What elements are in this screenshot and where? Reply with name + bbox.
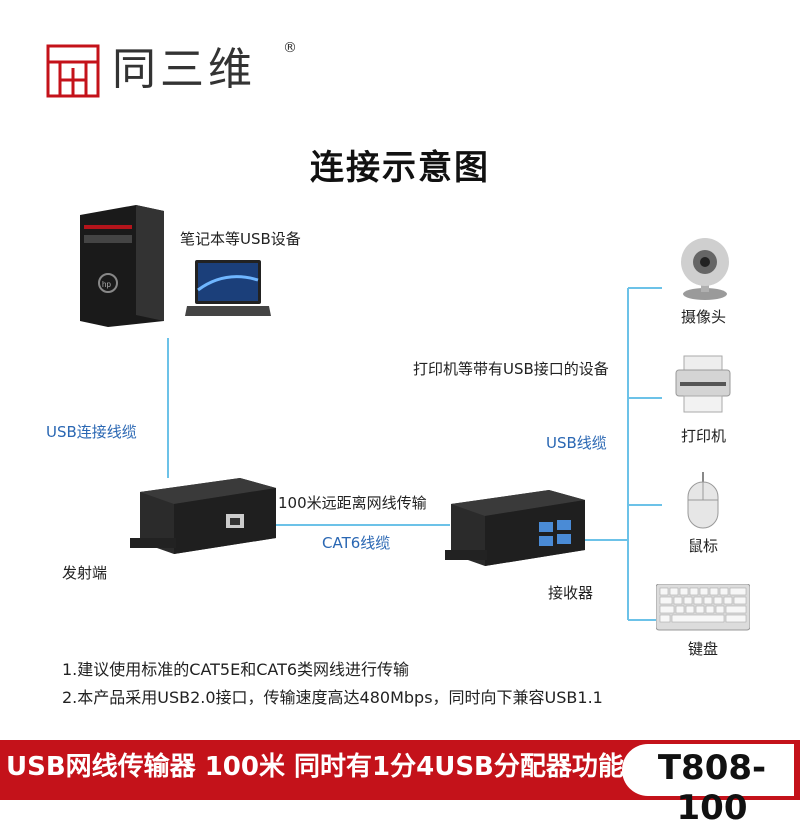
printer-label: 打印机 [681, 427, 727, 445]
printer-devices-label: 打印机等带有USB接口的设备 [413, 360, 609, 378]
brand-logo-icon [46, 44, 100, 98]
transmitter-device-icon [130, 478, 276, 554]
model-number: T808-100 [657, 748, 767, 828]
webcam-icon [681, 238, 729, 300]
registered-mark: ® [283, 40, 297, 56]
receiver-label: 接收器 [548, 584, 594, 602]
brand-name: 同三维 [112, 44, 256, 95]
receiver-device-icon [445, 490, 585, 566]
svg-text:hp: hp [102, 280, 111, 289]
keyboard-label: 键盘 [688, 640, 719, 658]
usb-line-label: USB线缆 [546, 434, 607, 452]
banner-text: USB网线传输器 100米 同时有1分4USB分配器功能 [6, 752, 624, 782]
note-item-1: 1.建议使用标准的CAT5E和CAT6类网线进行传输 [62, 660, 410, 679]
laptop-usb-label: 笔记本等USB设备 [180, 230, 301, 248]
distance-label: 100米远距离网线传输 [278, 494, 427, 512]
mouse-label: 鼠标 [688, 537, 719, 555]
diagram-title: 连接示意图 [310, 148, 490, 188]
printer-icon [675, 355, 731, 413]
notes: 1.建议使用标准的CAT5E和CAT6类网线进行传输 2.本产品采用USB2.0… [62, 656, 603, 712]
keyboard-icon [656, 584, 750, 631]
model-badge [622, 744, 794, 796]
mouse-icon [687, 472, 719, 529]
cat6-label: CAT6线缆 [322, 534, 391, 552]
transmitter-label: 发射端 [62, 564, 108, 582]
laptop-icon [185, 260, 271, 316]
desktop-pc-icon: hp [80, 205, 164, 327]
usb-cable-label: USB连接线缆 [46, 423, 137, 441]
webcam-label: 摄像头 [681, 308, 727, 326]
note-item-2: 2.本产品采用USB2.0接口，传输速度高达480Mbps，同时向下兼容USB1… [62, 688, 603, 707]
